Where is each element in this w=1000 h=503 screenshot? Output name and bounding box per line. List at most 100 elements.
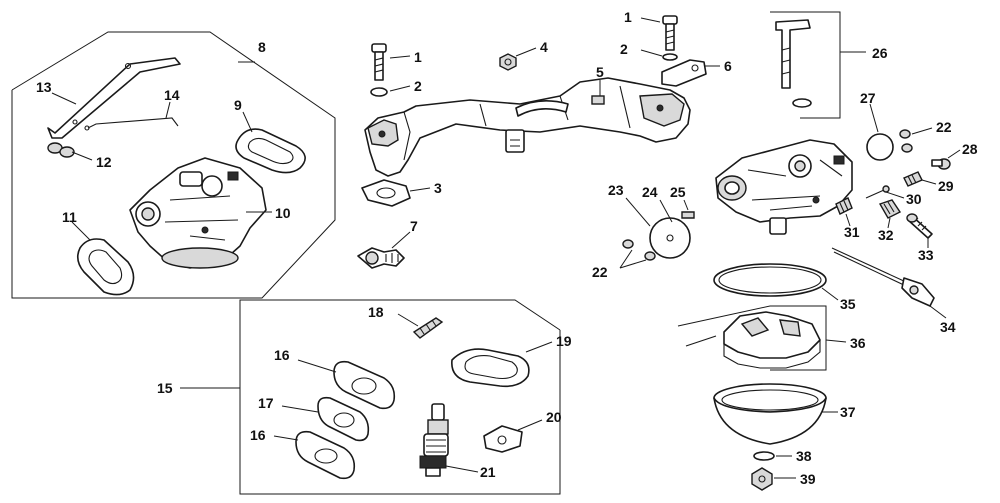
group-15-frame [239,299,561,495]
leader-1-right [640,17,661,23]
callout-14: 14 [164,87,180,103]
leader-34 [929,305,947,319]
callout-2-right: 2 [620,41,628,57]
part-38-washer [753,451,775,461]
callout-16-lower: 16 [250,427,266,443]
callout-37: 37 [840,404,856,420]
part-4-nut [499,53,517,71]
leader-13 [51,92,77,105]
leader-23 [625,197,651,227]
part-20-gasket [483,425,523,453]
part-35-o-ring [713,263,827,297]
part-1-bolt-left [371,43,387,81]
part-7-elbow-fitting [357,247,405,269]
callout-31: 31 [844,224,860,240]
part-1-bolt-right [662,15,678,51]
leader-27 [869,103,879,133]
leader-30 [885,191,905,199]
callout-22-upper: 22 [936,119,952,135]
part-18-pin [412,317,444,339]
part-23-disc-hole [666,234,674,242]
part-5-tab [591,95,605,105]
callout-39: 39 [800,471,816,487]
part-31-spring [835,197,853,215]
callout-27: 27 [860,90,876,106]
leader-29 [921,179,937,185]
callout-13: 13 [36,79,52,95]
callout-10: 10 [275,205,291,221]
callout-7: 7 [410,218,418,234]
callout-17: 17 [258,395,274,411]
callout-15: 15 [157,380,173,396]
callout-22-lower: 22 [592,264,608,280]
part-35-o-ring-inner [718,266,822,294]
callout-29: 29 [938,178,954,194]
callout-16-upper: 16 [274,347,290,363]
part-3-gasket [361,179,411,207]
callout-20: 20 [546,409,562,425]
callout-34: 34 [940,319,956,335]
callout-24: 24 [642,184,658,200]
part-2-washer-left [370,87,388,97]
leader-1-left [389,55,411,59]
part-11-gasket [76,238,135,296]
callout-19: 19 [556,333,572,349]
leader-14 [165,101,171,119]
part-10-carburetor [129,157,267,269]
leader-17 [281,405,319,413]
group-26-frame [770,11,841,119]
leader-16-lower [273,435,299,441]
part-25-pin [681,211,695,219]
part-17-gasket [317,396,370,442]
part-26-throttle-shaft [775,19,812,108]
part-37-float-bowl [713,383,827,445]
leader-2-right [640,49,663,57]
leader-12 [71,151,93,161]
callout-5: 5 [596,64,604,80]
callout-38: 38 [796,448,812,464]
part-36-float [685,311,821,369]
callout-9: 9 [234,97,242,113]
callout-26: 26 [872,45,888,61]
leader-18 [397,313,419,327]
part-29-spring [903,171,923,187]
leader-31 [845,213,851,227]
callout-30: 30 [906,191,922,207]
callout-18: 18 [368,304,384,320]
part-19-gasket [451,348,530,388]
part-16-gasket-upper [333,360,396,410]
leader-11 [71,221,91,241]
leader-16-upper [297,359,337,373]
callout-28: 28 [962,141,978,157]
callout-36: 36 [850,335,866,351]
part-21-needle-valve [419,403,449,477]
callout-25: 25 [670,184,686,200]
callout-32: 32 [878,227,894,243]
leader-21 [445,465,479,473]
part-intake-manifold [364,77,691,177]
callout-23: 23 [608,182,624,198]
part-22-screws-upper [899,129,913,153]
part-12-screws [47,142,75,158]
part-27-disc [866,133,894,161]
leader-20 [517,419,543,431]
part-14-link-rod [84,117,179,131]
part-30-needle [865,185,890,199]
leader-4 [515,47,537,57]
callout-8: 8 [258,39,266,55]
leader-19 [525,341,553,353]
leader-32 [887,217,891,229]
part-carburetor-body-right [715,139,853,235]
part-28-screw [931,158,951,170]
part-22-screws-lower [622,239,656,261]
part-33-screw [906,213,933,239]
part-2-washer-right [662,53,678,61]
leader-9 [242,111,253,133]
callout-2-left: 2 [414,78,422,94]
part-6-bracket [661,59,707,87]
leader-2-left [389,85,411,92]
group-8-frame [11,31,336,299]
part-9-gasket [235,128,306,174]
callout-35: 35 [840,296,856,312]
